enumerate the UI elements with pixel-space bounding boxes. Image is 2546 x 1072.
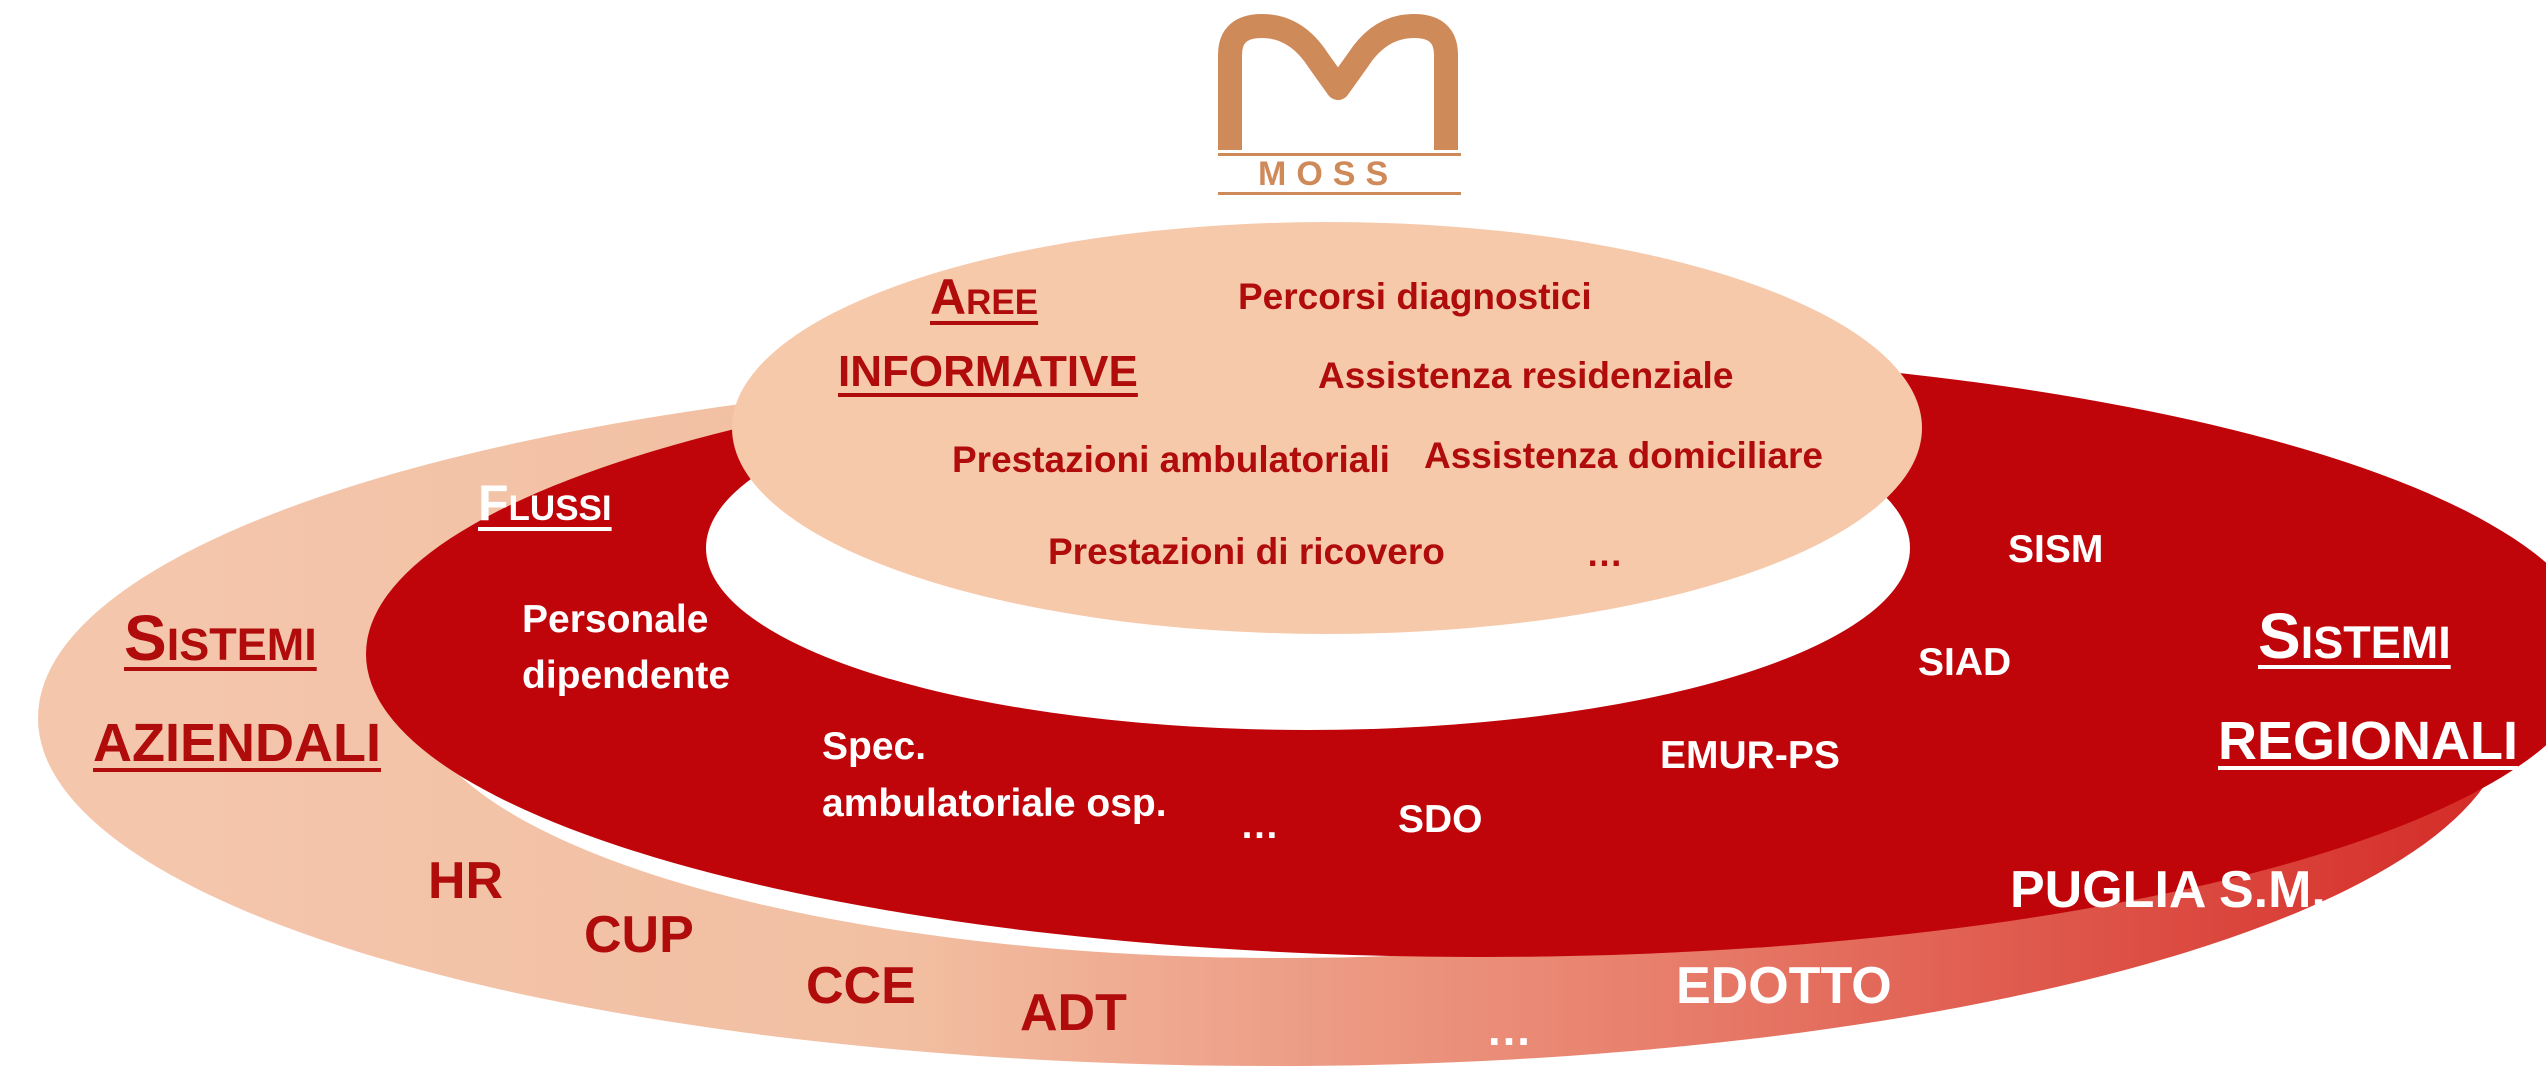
- aziendali-item-hr: HR: [428, 852, 504, 910]
- inner-ellipse-aree: [732, 222, 1922, 634]
- aree-item-ellipsis: …: [1586, 533, 1623, 574]
- aziendali-item-cce: CCE: [806, 957, 916, 1015]
- aree-item-residenziale: Assistenza residenziale: [1318, 355, 1734, 396]
- flussi-item-dipendente: dipendente: [522, 654, 731, 697]
- regionali-item-edotto: EDOTTO: [1676, 957, 1892, 1015]
- flussi-item-personale: Personale: [522, 598, 709, 641]
- aree-item-ricovero: Prestazioni di ricovero: [1048, 531, 1445, 572]
- flussi-item-siad: SIAD: [1918, 641, 2012, 684]
- flussi-heading: Flussi: [478, 475, 612, 531]
- sistemi-aziendali-heading-line1: Sistemi: [124, 602, 317, 674]
- logo-text: MOSS: [1258, 155, 1399, 193]
- sistemi-regionali-heading-line1: Sistemi: [2258, 600, 2451, 672]
- aree-heading-line2: INFORMATIVE: [838, 347, 1138, 396]
- flussi-item-emur-ps: EMUR-PS: [1660, 734, 1840, 777]
- flussi-item-sism: SISM: [2008, 528, 2104, 571]
- flussi-item-ellipsis: …: [1240, 804, 1279, 847]
- aree-item-domiciliare: Assistenza domiciliare: [1424, 435, 1823, 476]
- sistemi-aziendali-heading-line2: AZIENDALI: [93, 713, 381, 773]
- aree-item-ambulatoriali: Prestazioni ambulatoriali: [952, 439, 1390, 480]
- aziendali-item-cup: CUP: [584, 906, 694, 964]
- moss-logo-icon: [1218, 14, 1461, 195]
- aree-heading-line1: Aree: [930, 269, 1039, 325]
- flussi-item-ambulatoriale-osp: ambulatoriale osp.: [822, 782, 1167, 825]
- aziendali-item-adt: ADT: [1020, 984, 1127, 1042]
- aree-item-percorsi: Percorsi diagnostici: [1238, 276, 1592, 317]
- regionali-item-puglia: PUGLIA S.M.: [2010, 861, 2326, 919]
- flussi-item-spec: Spec.: [822, 725, 927, 768]
- flussi-item-sdo: SDO: [1398, 798, 1483, 841]
- sistemi-regionali-heading-line2: REGIONALI: [2218, 711, 2519, 771]
- aziendali-item-ellipsis: …: [1486, 1003, 1532, 1055]
